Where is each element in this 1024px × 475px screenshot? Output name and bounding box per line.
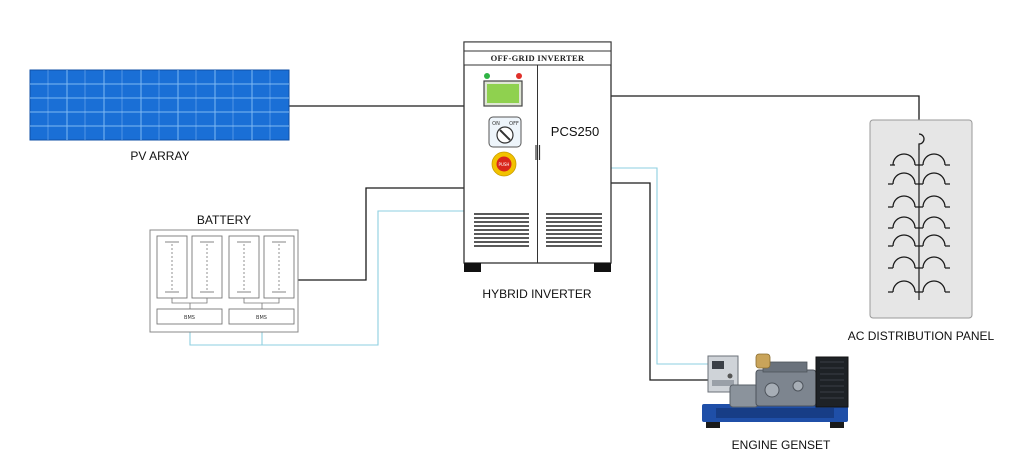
breaker-icon [888, 280, 919, 293]
status-led-red [516, 73, 522, 79]
emergency-stop-button[interactable]: PUSH [491, 151, 517, 177]
battery-module [156, 235, 188, 299]
ac-panel-enclosure [869, 119, 973, 319]
switch-on-label: ON [492, 121, 500, 127]
battery-module [228, 235, 260, 299]
inverter-vent-left [474, 213, 529, 247]
battery-module [191, 235, 223, 299]
estop-button-icon [496, 156, 512, 172]
bms-label: BMS [256, 315, 267, 321]
inverter-vent-right [546, 213, 602, 247]
battery-label: BATTERY [197, 213, 251, 227]
breaker-rows [888, 153, 950, 293]
hybrid-inverter: OFF-GRID INVERTER ON OFF PUSH PCS250 [463, 41, 612, 301]
breaker-icon [888, 256, 919, 269]
pv-array: PV ARRAY [29, 69, 290, 163]
bms-label: BMS [184, 315, 195, 321]
rotary-switch[interactable]: ON OFF [488, 116, 522, 148]
battery-to-inverter-wire [298, 187, 464, 281]
breaker-icon [919, 216, 950, 229]
genset-air-filter [755, 353, 771, 369]
breaker-icon [919, 280, 950, 293]
battery-module [263, 235, 295, 299]
battery-bank: BMS BMS BATTERY [149, 213, 299, 333]
breaker-icon [919, 234, 950, 247]
breaker-icon [888, 195, 919, 208]
bms-unit [156, 308, 223, 325]
inverter-foot-left [464, 263, 481, 272]
main-breaker-icon [918, 133, 925, 150]
engine-genset: ENGINE GENSET [702, 353, 849, 452]
breaker-icon [919, 172, 950, 185]
ac-distribution-panel: AC DISTRIBUTION PANEL [848, 119, 995, 343]
inverter-foot-right [594, 263, 611, 272]
status-led-green [484, 73, 490, 79]
inverter-to-genset-comm-wire [611, 167, 712, 365]
breaker-icon [888, 234, 919, 247]
breaker-icon [888, 216, 919, 229]
genset-radiator [815, 356, 849, 408]
wiring [189, 95, 920, 381]
breaker-icon [919, 256, 950, 269]
pv-array-label: PV ARRAY [130, 149, 189, 163]
battery-modules [156, 235, 295, 299]
inverter-model-label: PCS250 [551, 124, 599, 139]
solar-panel-grid [30, 70, 289, 140]
inverter-top-label: OFF-GRID INVERTER [491, 53, 585, 63]
breaker-icon [919, 153, 950, 166]
battery-comm-wire [189, 210, 464, 346]
solar-panel [29, 69, 290, 141]
engine-genset-label: ENGINE GENSET [732, 438, 831, 452]
inverter-top-band [463, 41, 612, 52]
breaker-icon [890, 153, 919, 166]
breaker-icon [888, 172, 919, 185]
bms-unit [228, 308, 295, 325]
switch-off-label: OFF [509, 121, 519, 127]
ac-panel-label: AC DISTRIBUTION PANEL [848, 329, 995, 343]
estop-label: PUSH [499, 162, 510, 167]
breaker-icon [919, 195, 950, 208]
hybrid-inverter-label: HYBRID INVERTER [482, 287, 591, 301]
inverter-to-genset-wire [611, 182, 712, 381]
genset-alternator [729, 384, 759, 408]
